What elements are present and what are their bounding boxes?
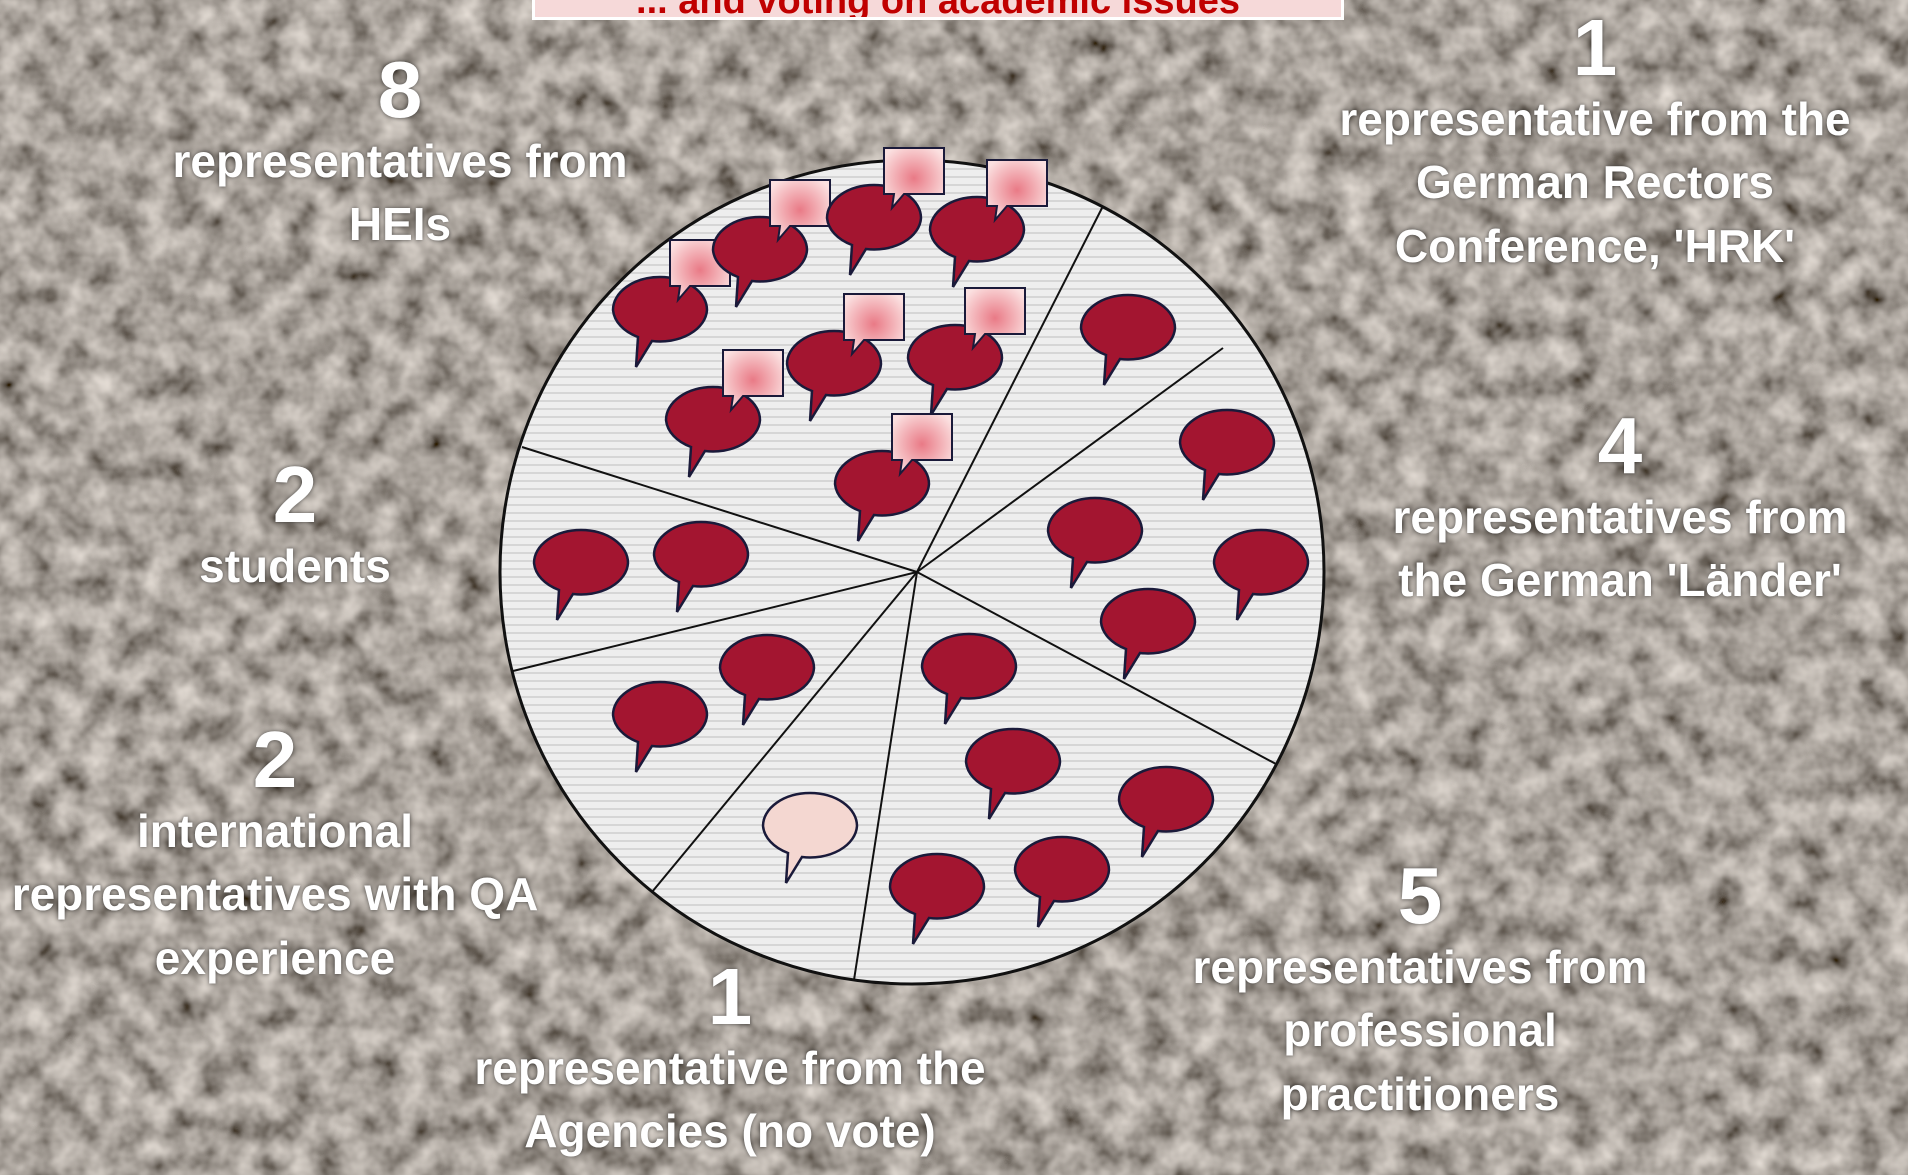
group-label-students: 2 students [140,455,450,598]
group-count: 1 [707,952,753,1041]
note-icon [883,147,945,212]
note-icon [722,349,784,414]
group-label-agencies: 1 representative from the Agencies (no v… [430,957,1030,1164]
title-banner: ... and voting on academic issues [532,0,1344,20]
speech-bubble-icon [906,323,1004,416]
group-description: representative from the German Rectors C… [1339,93,1851,272]
speech-bubble-icon [964,727,1062,820]
title-text: ... and voting on academic issues [636,0,1240,17]
speech-bubble-icon [1099,587,1197,680]
sector-divider [651,571,918,893]
speech-bubble-icon [1212,528,1310,621]
note-icon [964,287,1026,352]
group-description: international representatives with QA ex… [11,805,539,984]
group-count: 2 [252,715,298,804]
speech-bubble-icon [1013,835,1111,928]
speech-bubble-icon [664,385,762,478]
speech-bubble-icon [1079,293,1177,386]
speech-bubble-icon [711,215,809,308]
sector-divider [916,347,1224,573]
speech-bubble-icon [652,520,750,613]
group-count: 8 [377,45,423,134]
speech-bubble-icon [928,195,1026,288]
group-label-hrk: 1 representative from the German Rectors… [1285,8,1905,278]
group-description: representative from the Agencies (no vot… [474,1042,986,1158]
group-count: 5 [1397,851,1443,940]
sector-divider [916,207,1103,573]
sector-divider [521,446,918,573]
group-count: 1 [1572,3,1618,92]
group-label-heis: 8 representatives from HEIs [130,50,670,257]
speech-bubble-icon [1046,496,1144,589]
speech-bubble-icon [718,633,816,726]
group-description: students [199,540,391,592]
group-count: 2 [272,450,318,539]
sector-divider [853,571,918,981]
note-icon [891,413,953,478]
speech-bubble-icon [532,528,630,621]
group-description: representatives from professional practi… [1192,941,1648,1120]
group-label-international: 2 international representatives with QA … [10,720,540,990]
group-label-practitioners: 5 representatives from professional prac… [1150,856,1690,1126]
speech-bubble-icon [825,183,923,276]
speech-bubble-icon [1117,765,1215,858]
note-icon [843,293,905,358]
speech-bubble-icon [888,852,986,945]
speech-bubble-icon [920,632,1018,725]
speech-bubble-icon [785,329,883,422]
note-icon [769,179,831,244]
sector-dividers [512,207,1277,981]
speech-bubble-icon [833,449,931,542]
sector-divider [916,571,1277,765]
speech-bubble-icon [611,275,709,368]
group-label-laender: 4 representatives from the German 'Lände… [1380,406,1860,613]
group-count: 4 [1597,401,1643,490]
group-description: representatives from the German 'Länder' [1392,491,1848,607]
member-bubbles [532,147,1310,945]
note-icon [986,159,1048,224]
group-description: representatives from HEIs [172,135,628,251]
speech-bubble-icon [1178,408,1276,501]
speech-bubble-icon [761,791,859,884]
speech-bubble-icon [611,680,709,773]
sector-divider [512,571,918,672]
